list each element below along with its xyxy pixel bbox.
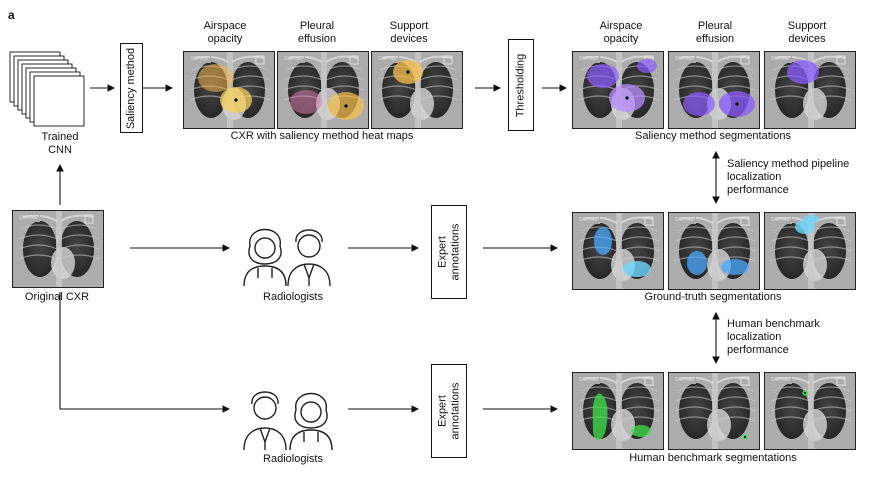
gt-caption: Ground-truth segmentations xyxy=(644,291,782,303)
radiologists-icon xyxy=(243,228,331,287)
radiologists-label-1: Radiologists xyxy=(263,291,323,303)
gt-seg-support-devices: SUPINE xyxy=(764,212,856,290)
human-seg-support-devices: SUPINE xyxy=(764,372,856,450)
original-cxr-image: SUPINE xyxy=(12,210,104,288)
saliency-seg-support-devices: SUPINE xyxy=(764,51,856,129)
panel-letter: a xyxy=(8,8,15,22)
original-cxr-caption: Original CXR xyxy=(24,291,90,303)
radiologists-icon-2 xyxy=(243,391,333,451)
human-seg-caption: Human benchmark segmentations xyxy=(629,452,797,464)
saliency-seg-airspace-opacity: SUPINE xyxy=(572,51,664,129)
human-seg-airspace-opacity: SUPINE xyxy=(572,372,664,450)
radiologists-label-2: Radiologists xyxy=(263,453,323,465)
saliency-seg-caption: Saliency method segmentations xyxy=(635,130,791,142)
saliency-method-box: Saliency method xyxy=(120,43,143,133)
saliency-seg-pleural-effusion: SUPINE xyxy=(668,51,760,129)
trained-cnn-icon xyxy=(9,51,85,127)
heatmap-airspace-opacity: SUPINE xyxy=(183,51,275,129)
heatmap-pleural-effusion: SUPINE xyxy=(277,51,369,129)
thresholding-box: Thresholding xyxy=(508,39,534,131)
gt-seg-pleural-effusion: SUPINE xyxy=(668,212,760,290)
heatmap-caption: CXR with saliency method heat maps xyxy=(230,130,414,142)
human-seg-pleural-effusion: SUPINE xyxy=(668,372,760,450)
gt-seg-airspace-opacity: SUPINE xyxy=(572,212,664,290)
heatmap-support-devices: SUPINE xyxy=(371,51,463,129)
